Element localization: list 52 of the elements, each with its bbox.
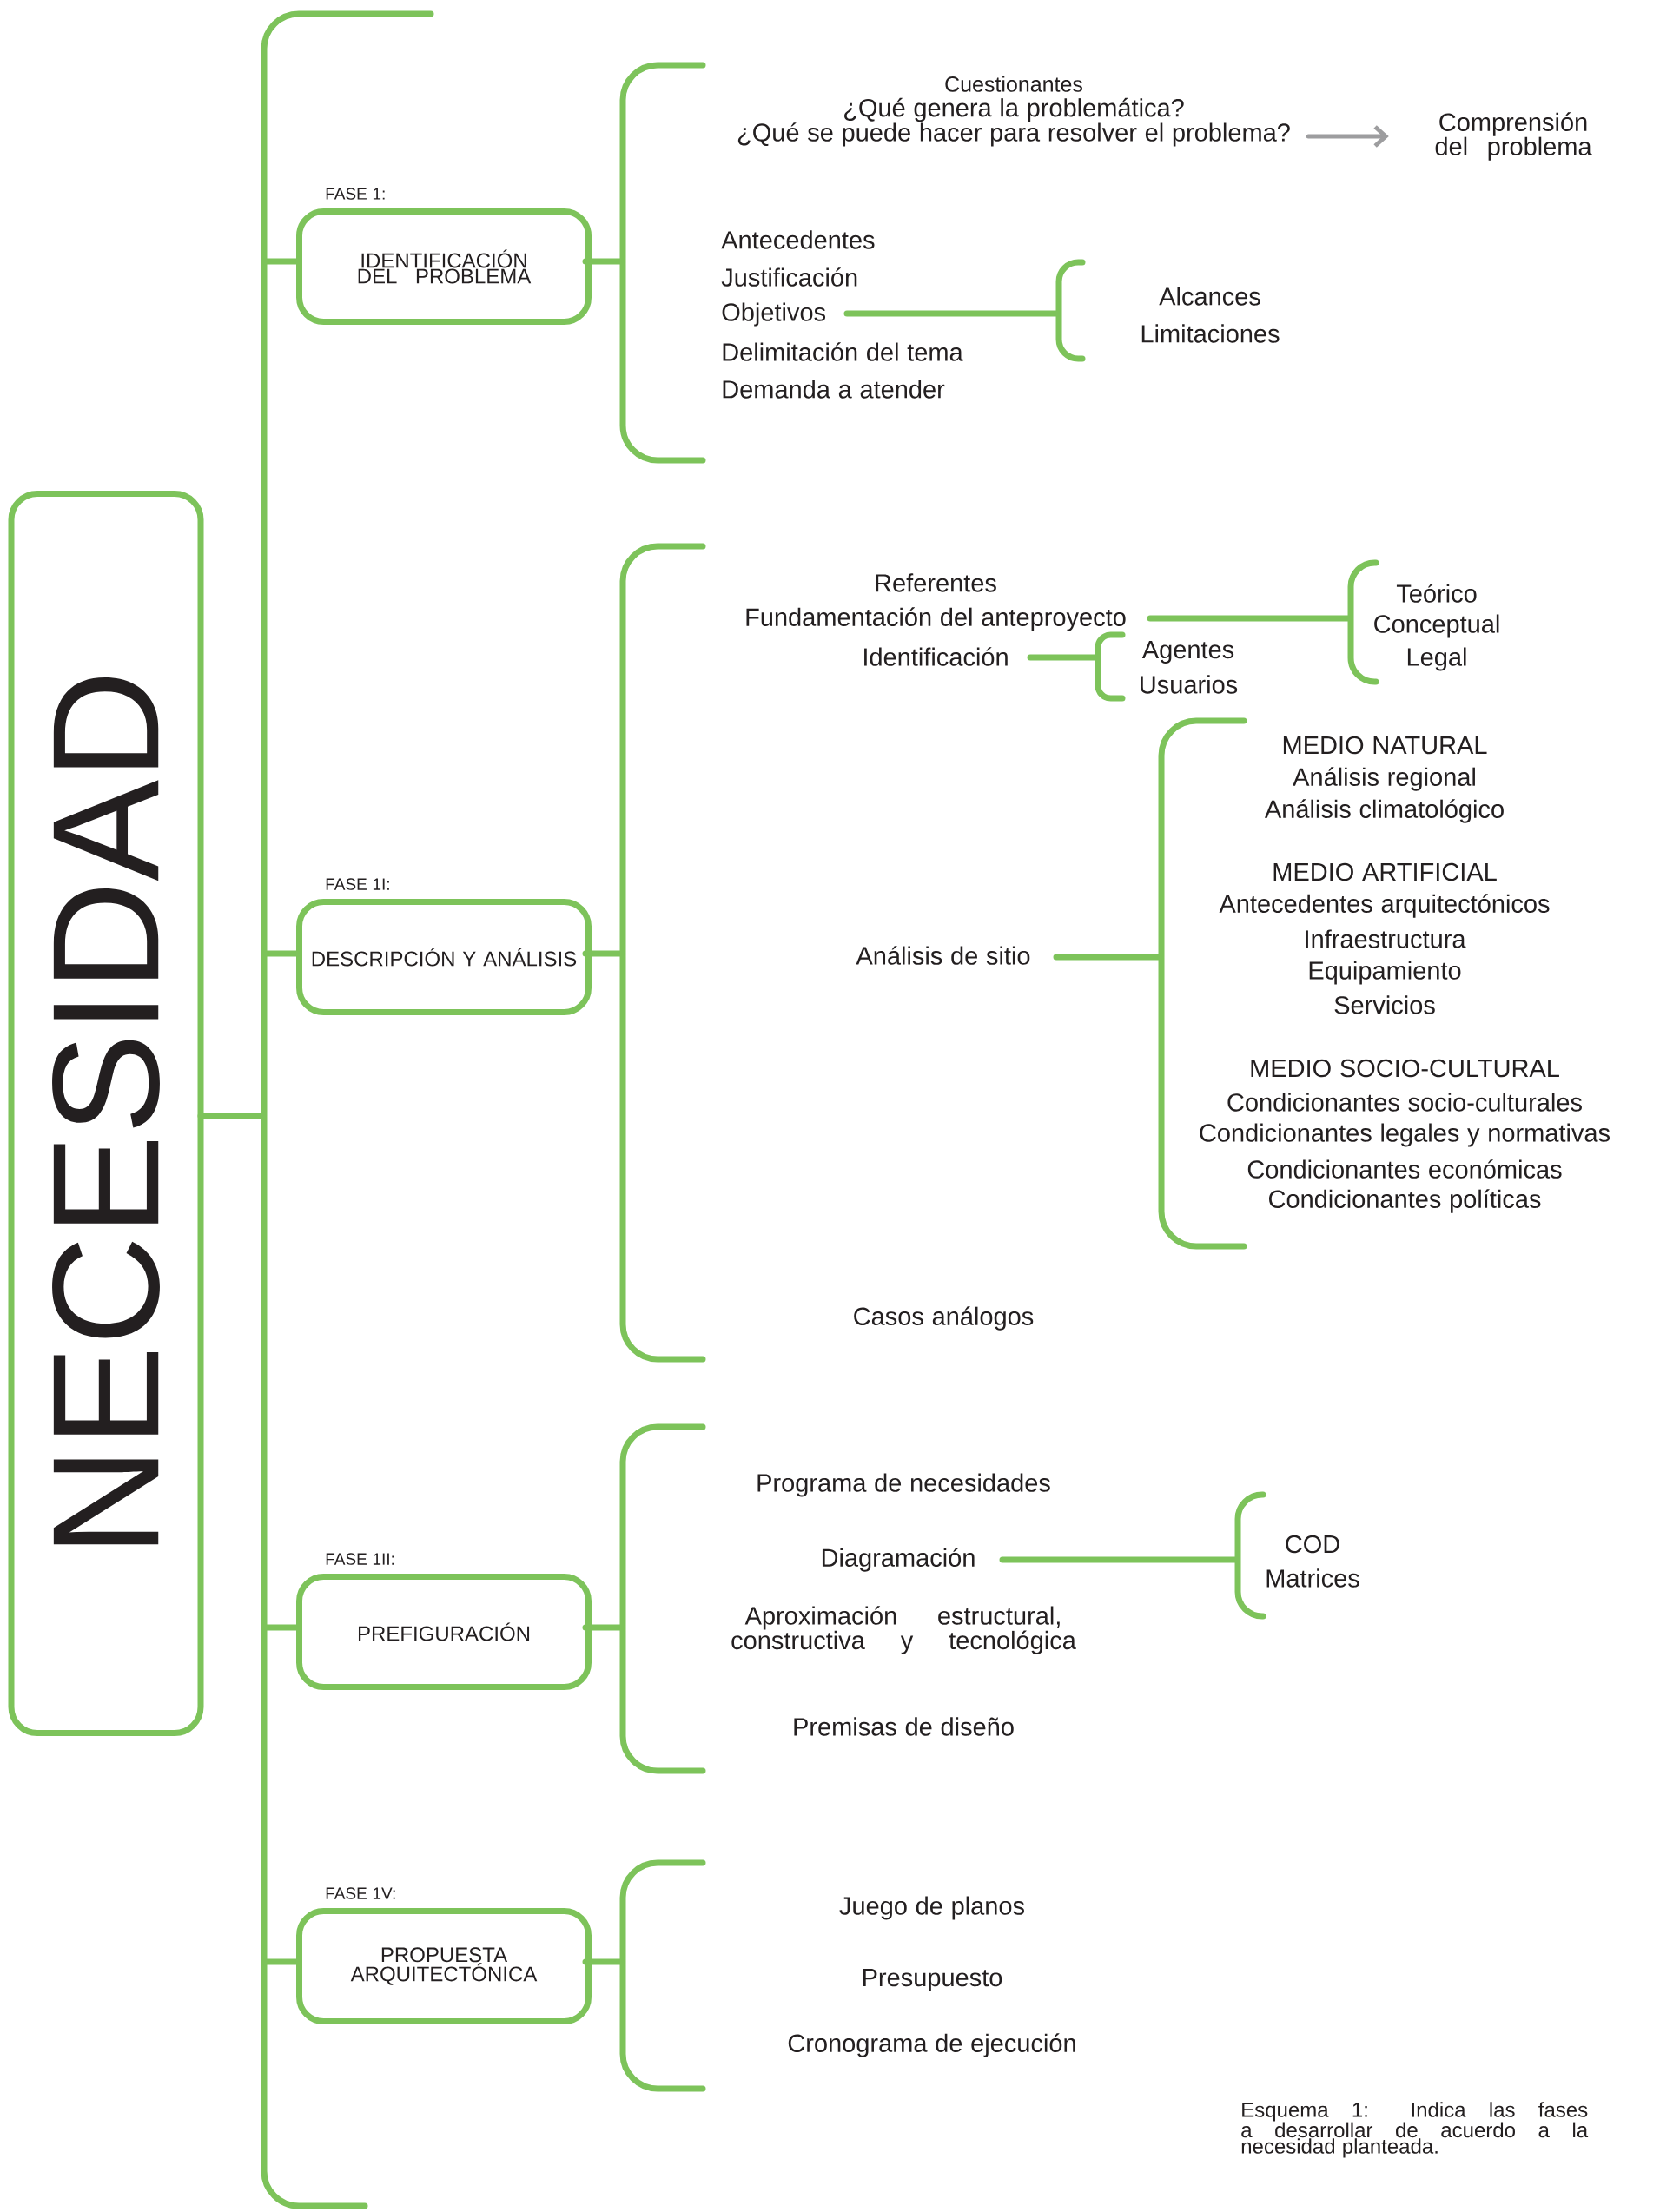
node-label: FASE 1V: <box>326 1887 395 1899</box>
item-text: Equipamiento <box>1309 961 1461 985</box>
item-text: Conceptual <box>1374 614 1499 638</box>
item-text: Matrices <box>1266 1568 1359 1588</box>
question-text: Cuestionantes ¿Qué genera la problemática? ¿Qué se puede hacer para resolver el problema? <box>737 76 1290 147</box>
item-text: Programa de necesidades <box>757 1473 1050 1497</box>
item-text: Cronograma de ejecución <box>788 2033 1075 2057</box>
item-text: Infraestructura <box>1306 929 1466 948</box>
item-text: Servicios <box>1334 995 1435 1014</box>
item-text: Teórico <box>1396 584 1477 603</box>
item-text: Antecedentes <box>721 230 875 249</box>
node-label: FASE 1I: <box>326 878 389 890</box>
item-text: Alcances <box>1159 287 1260 306</box>
item-text: Juego de planos <box>839 1896 1024 1920</box>
item-text: Objetivos <box>722 302 826 327</box>
phase-box: FASE 1: IDENTIFICACIÓN DEL PROBLEMA <box>296 188 592 325</box>
item-text: Análisis de sitio <box>856 946 1030 965</box>
phase-box: FASE 1II: PREFIGURACIÓN <box>296 1553 592 1691</box>
item-text: Justificación <box>721 267 857 287</box>
item-text: Análisis regional <box>1293 767 1475 791</box>
arrow <box>1306 125 1389 148</box>
item-text: Casos análogos <box>854 1306 1034 1331</box>
item-text: Agentes <box>1141 641 1234 664</box>
item-text: Condicionantes políticas <box>1269 1189 1541 1213</box>
title-box: NECESIDAD <box>8 491 204 1736</box>
item-text: Análisis climatológico <box>1264 799 1504 823</box>
item-text: Aproximación estructural, constructiva y tecnológica <box>731 1606 1076 1654</box>
result-text: Comprensión del problema <box>1435 112 1592 161</box>
item-text: MEDIO ARTIFICIAL <box>1273 862 1497 881</box>
item-text: Legal <box>1407 647 1466 671</box>
item-text: Condicionantes legales y normativas <box>1200 1123 1610 1147</box>
item-text: COD <box>1286 1535 1339 1554</box>
phase-box: FASE 1I: DESCRIPCIÓN Y ANÁLISIS <box>296 878 592 1015</box>
item-text: Delimitación del tema <box>723 342 963 361</box>
item-text: MEDIO NATURAL <box>1283 736 1487 755</box>
item-text: Condicionantes económicas <box>1247 1159 1562 1179</box>
item-text: Limitaciones <box>1141 324 1280 343</box>
item-text: MEDIO SOCIO-CULTURAL <box>1251 1059 1559 1078</box>
phase-box: FASE 1V: PROPUESTA ARQUITECTÓNICA <box>296 1887 592 2025</box>
item-text: Referentes <box>876 573 996 592</box>
item-text: Identificación <box>864 647 1008 666</box>
item-text: Usuarios <box>1141 675 1238 694</box>
item-text: Antecedentes arquitectónicos <box>1219 894 1550 918</box>
item-text: Condicionantes socio-culturales <box>1227 1093 1582 1112</box>
item-text: Presupuesto <box>863 1969 1002 1991</box>
node-label: FASE 1: <box>326 188 385 200</box>
item-text: Premisas de diseño <box>794 1717 1014 1736</box>
node-label: FASE 1II: <box>326 1553 394 1565</box>
caption-text: Esquema 1: Indica las fases a desarrollar de acuerdo a la necesidad planteada. <box>1241 2102 1589 2158</box>
item-text: Fundamentación del anteproyecto <box>746 607 1126 631</box>
item-text: Diagramación <box>822 1548 975 1572</box>
item-text: Demanda a atender <box>723 380 945 399</box>
